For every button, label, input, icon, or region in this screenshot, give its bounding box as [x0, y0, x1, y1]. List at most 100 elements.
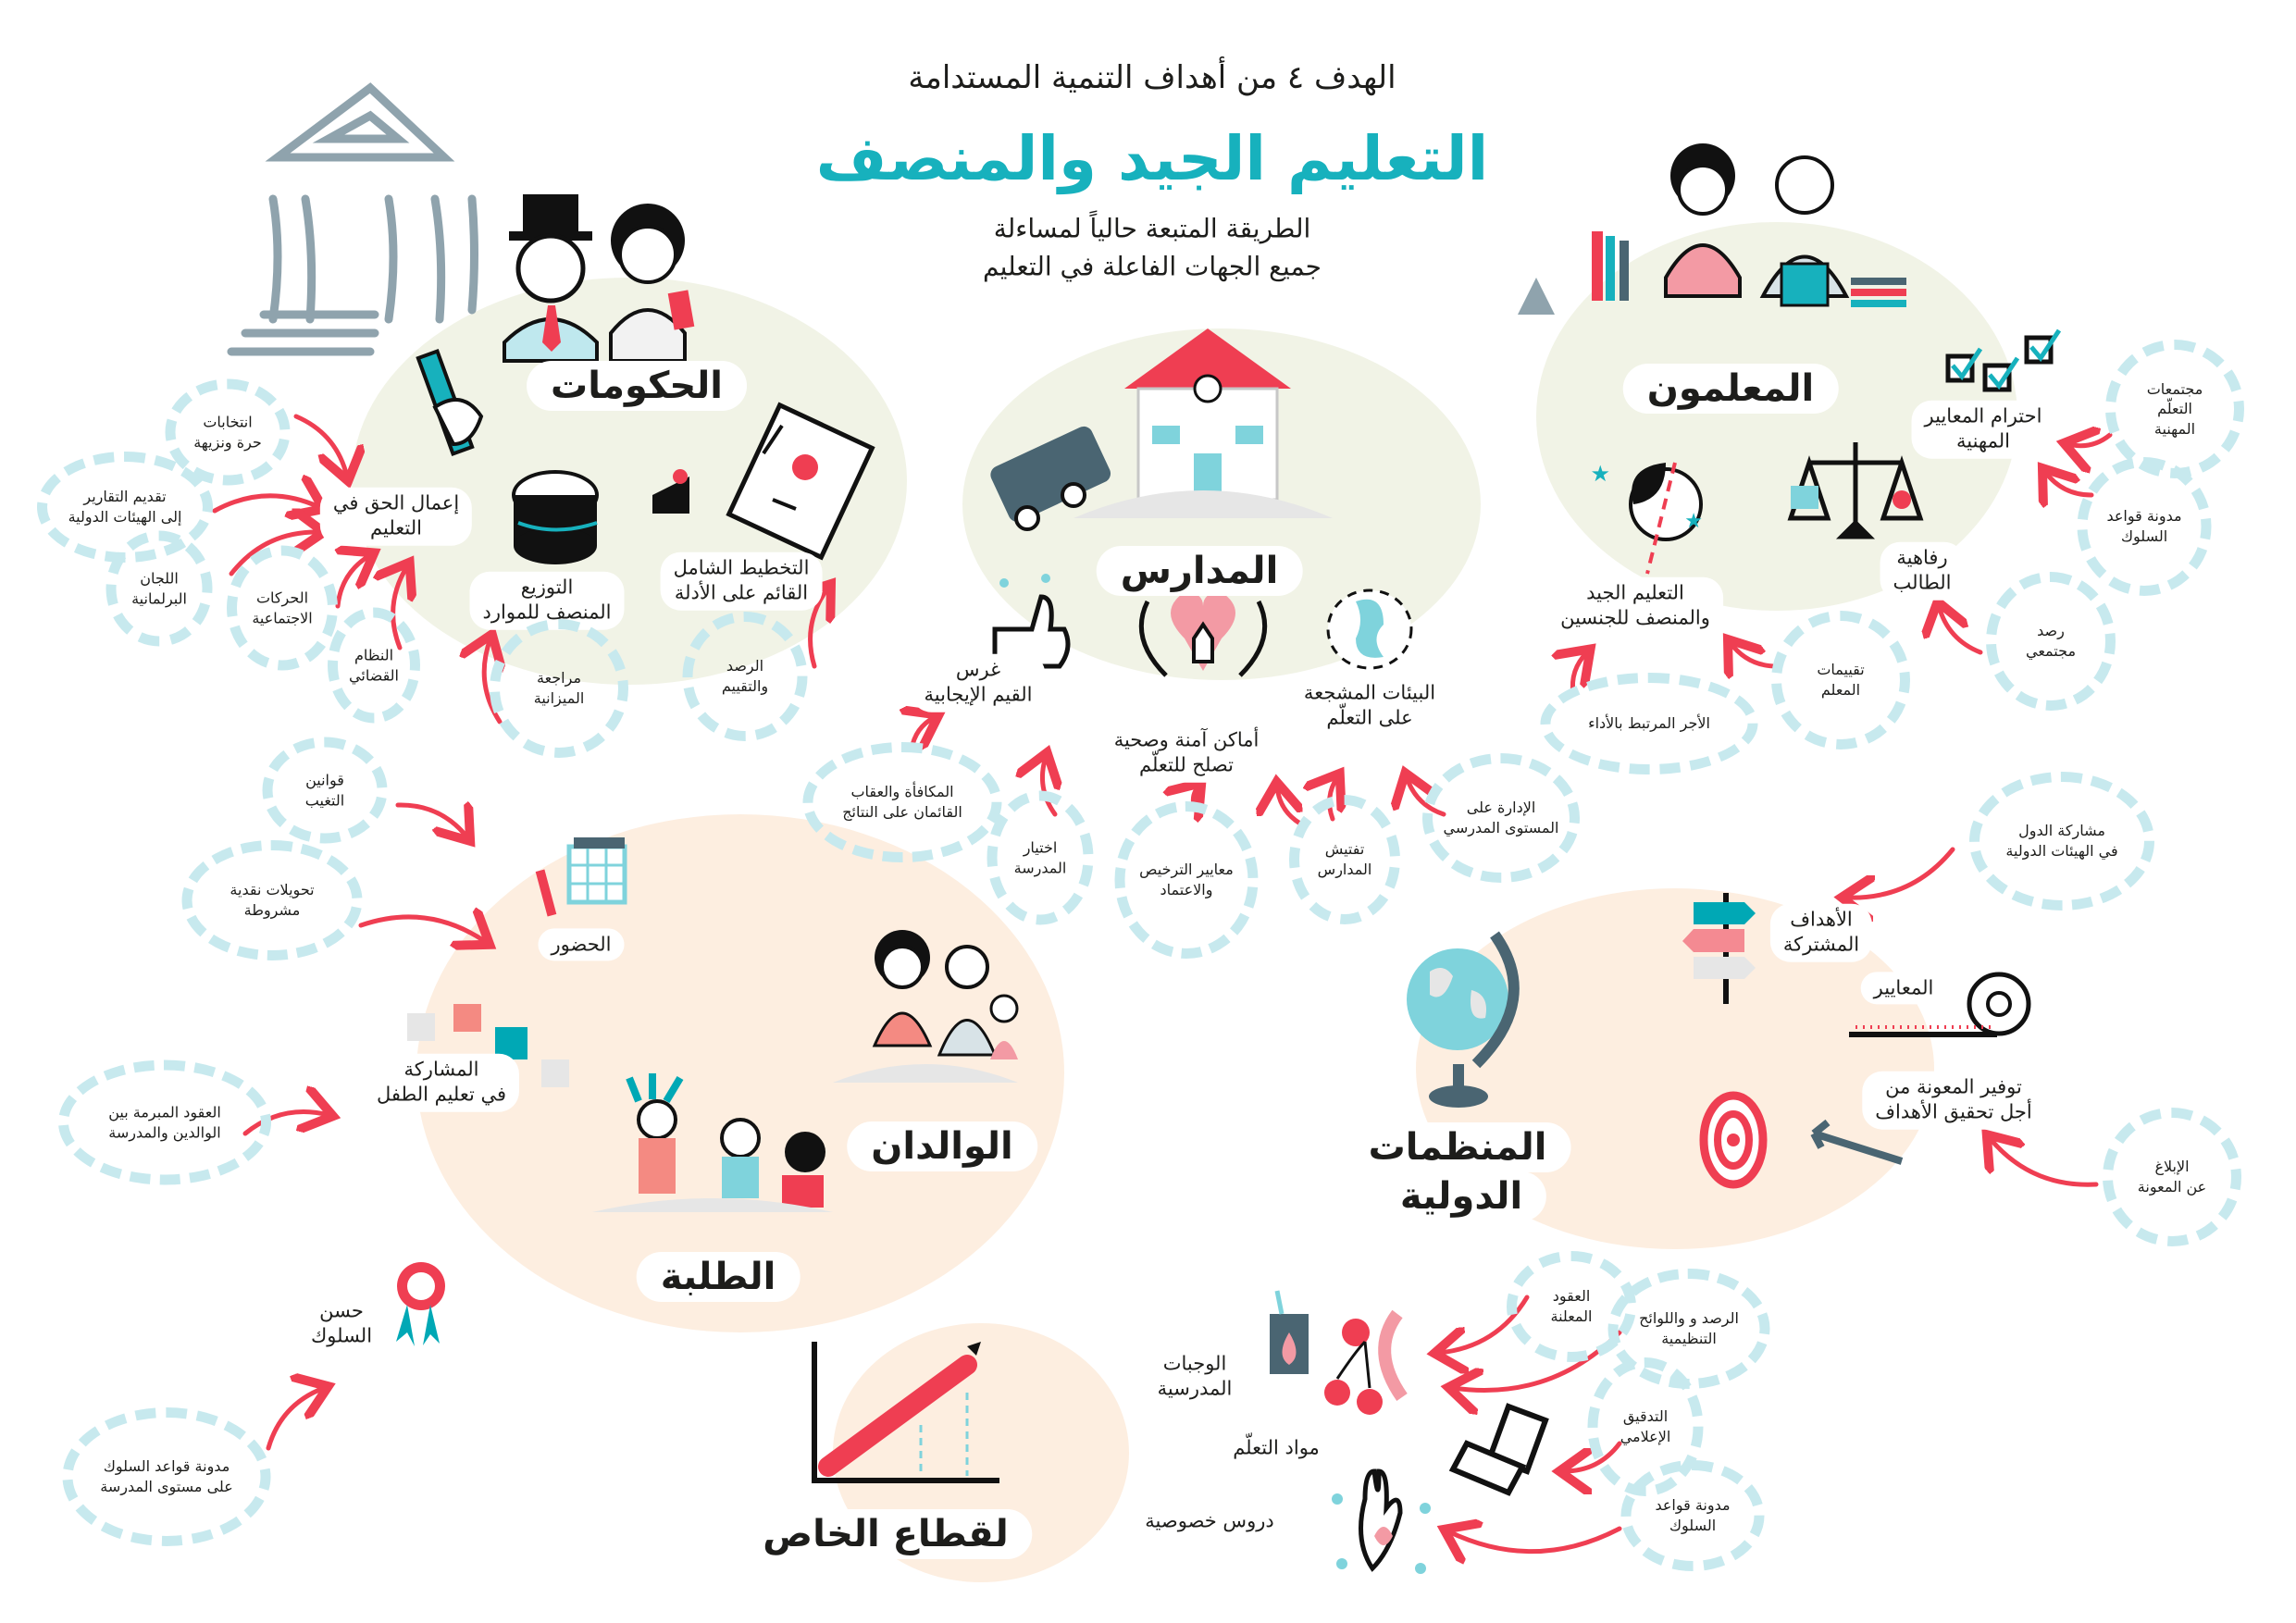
arrow: [358, 917, 486, 942]
dart-arrow-icon: [1810, 1119, 1904, 1165]
svg-text:★: ★: [1590, 461, 1610, 487]
arrow: [811, 588, 828, 669]
arrow: [2045, 472, 2094, 495]
mechanism-label: تقديم التقارير إلى الهيئات الدولية: [68, 488, 182, 526]
mechanism-label: الإبلاغ عن المعونة: [2137, 1158, 2207, 1196]
balance-scale-icon: [1787, 442, 1924, 539]
mechanism-absence-laws: قوانين التغيب: [262, 737, 388, 844]
outcome-safe-spaces: أماكن آمنة وصحية تصلح للتعلّم: [1100, 724, 1272, 783]
outcome-learning-materials: مواد التعلّم: [1220, 1431, 1333, 1465]
fruit-icon: [1324, 1309, 1408, 1415]
target-icon: [1699, 1091, 1768, 1189]
mechanism-label: مدونة قواعد السلوك على مستوى المدرسة: [100, 1457, 233, 1495]
government-building-icon: [227, 82, 478, 356]
mechanism-label: تحويلات نقدية مشروطة: [230, 881, 315, 919]
mechanism-label: الأجر المرتبط بالأداء: [1588, 714, 1710, 733]
school-bus-icon: [990, 426, 1111, 531]
mechanism-elections: انتخابات حرة ونزيهة: [165, 378, 291, 486]
mechanism-performance-pay: الأجر المرتبط بالأداء: [1540, 673, 1758, 774]
parents-family-icon: [833, 930, 1019, 1083]
cake-icon: [512, 469, 689, 564]
mechanism-judiciary: النظام القضائي: [328, 607, 420, 724]
arrow: [1990, 1138, 2099, 1187]
mechanism-cash-transfers: تحويلات نقدية مشروطة: [181, 840, 363, 960]
section-title-teachers: المعلمون: [1622, 364, 1839, 414]
arrow: [1846, 847, 1955, 898]
mechanism-rewards-sanctions: المكافأة والعقاب القائمان على النتائج: [802, 742, 1002, 862]
arrow: [2068, 435, 2113, 446]
section-title-governments: الحكومات: [527, 361, 747, 411]
mechanism-parliament: اللجان البرلمانية: [105, 530, 213, 647]
outcome-attendance: الحضور: [538, 928, 625, 961]
mechanism-label: انتخابات حرة ونزيهة: [193, 413, 262, 451]
thumbs-up-icon: [992, 574, 1071, 669]
goal-heading: الهدف ٤ من أهداف التنمية المستدامة: [908, 58, 1396, 96]
mechanism-label: رصد مجتمعي: [2025, 622, 2077, 660]
mechanism-label: الرصد والتقييم: [721, 657, 769, 695]
mechanism-country-participation: مشاركة الدول في الهيئات الدولية: [1969, 772, 2154, 911]
outcome-private-tutoring: دروس خصوصية: [1132, 1505, 1287, 1538]
mechanism-label: النظام القضائي: [349, 646, 399, 684]
mechanism-aid-reporting: الإبلاغ عن المعونة: [2103, 1108, 2241, 1246]
mechanism-social-movements: الحركات الاجتماعية: [227, 545, 338, 671]
mechanism-label: اختيار المدرسة: [1013, 838, 1067, 876]
mechanism-label: المكافأة والعقاب القائمان على النتائج: [842, 783, 962, 821]
mechanism-label: التدقيق الإعلامي: [1620, 1407, 1671, 1445]
outcome-aid-provision: توفير المعونة من أجل تحقيق الأهداف: [1862, 1071, 2045, 1130]
measuring-tape-icon: [1849, 972, 2031, 1037]
mechanism-parent-school-contracts: العقود المبرمة بين الوالدين والمدرسة: [58, 1059, 271, 1185]
mechanism-label: اللجان البرلمانية: [131, 569, 187, 607]
section-title-students: الطلبة: [636, 1252, 800, 1302]
mechanism-label: الحركات الاجتماعية: [252, 588, 313, 626]
mechanism-school-management: الإدارة على المستوى المدرسي: [1422, 753, 1580, 883]
section-title-private-sector: لقطاع الخاص: [738, 1509, 1033, 1559]
calendar-pencil-icon: [535, 837, 627, 917]
mechanism-label: مراجعة الميزانية: [533, 669, 585, 707]
hands-heart-house-icon: [1138, 592, 1268, 677]
mechanism-label: معايير الترخيص والاعتماد: [1139, 861, 1234, 898]
mechanism-label: مشاركة الدول في الهيئات الدولية: [2005, 822, 2118, 860]
teachers-icon: [1518, 143, 1906, 315]
mechanism-label: مدونة قواعد السلوك: [2106, 507, 2182, 545]
plan-document-icon: [726, 402, 875, 561]
mechanism-code-of-conduct-teachers: مدونة قواعد السلوك: [2077, 457, 2212, 596]
outcome-learning-environments: البيئات المشجعة على التعلّم: [1290, 676, 1449, 736]
arrow: [229, 532, 319, 576]
arrow: [1448, 1529, 1622, 1552]
outcome-professional-standards: احترام المعايير المهنية: [1911, 400, 2055, 459]
arrow: [266, 1388, 324, 1451]
section-title-schools: المدارس: [1096, 546, 1303, 596]
signpost-icon: [1682, 893, 1756, 1004]
mechanism-label: العقود المعلنة: [1550, 1287, 1593, 1325]
chart-pencil-icon: [812, 1342, 999, 1483]
students-group-icon: [592, 1073, 833, 1212]
checkboxes-icon: [1945, 328, 2062, 392]
globe-icon: [1407, 931, 1520, 1108]
outcome-standards: المعايير: [1860, 972, 1947, 1005]
officials-icon: [503, 194, 695, 363]
outcome-shared-goals: الأهداف المشتركة: [1769, 903, 1873, 962]
rosette-badge-icon: [396, 1262, 445, 1346]
mechanism-licensing: معايير الترخيص والاعتماد: [1114, 801, 1259, 959]
section-title-international-2: الدولية: [1375, 1171, 1547, 1221]
mechanism-teacher-evaluations: تقييمات المعلم: [1771, 611, 1910, 750]
outcome-participation: المشاركة في تعليم الطفل: [363, 1053, 520, 1112]
mechanism-label: العقود المبرمة بين الوالدين والمدرسة: [108, 1103, 221, 1141]
page-title: التعليم الجيد والمنصف: [815, 123, 1489, 195]
page-subtitle: الطريقة المتبعة حالياً لمساءلة جميع الجه…: [983, 213, 1322, 281]
svg-text:★: ★: [1684, 510, 1703, 533]
arrow: [1277, 787, 1300, 826]
arrow: [212, 496, 319, 511]
arrow: [1731, 643, 1780, 666]
pencil-hand-icon: [416, 348, 484, 457]
arrow: [293, 414, 347, 477]
mechanism-label: قوانين التغيب: [304, 771, 345, 809]
outcome-good-behaviour: حسن السلوك: [297, 1295, 386, 1354]
mechanism-community-monitoring: رصد مجتمعي: [1986, 572, 2116, 711]
mechanism-monitoring-evaluation: الرصد والتقييم: [682, 612, 808, 741]
arrow: [338, 555, 370, 609]
mechanism-label: تفتيش المدارس: [1317, 840, 1372, 878]
mechanism-label: الإدارة على المستوى المدرسي: [1443, 799, 1559, 836]
